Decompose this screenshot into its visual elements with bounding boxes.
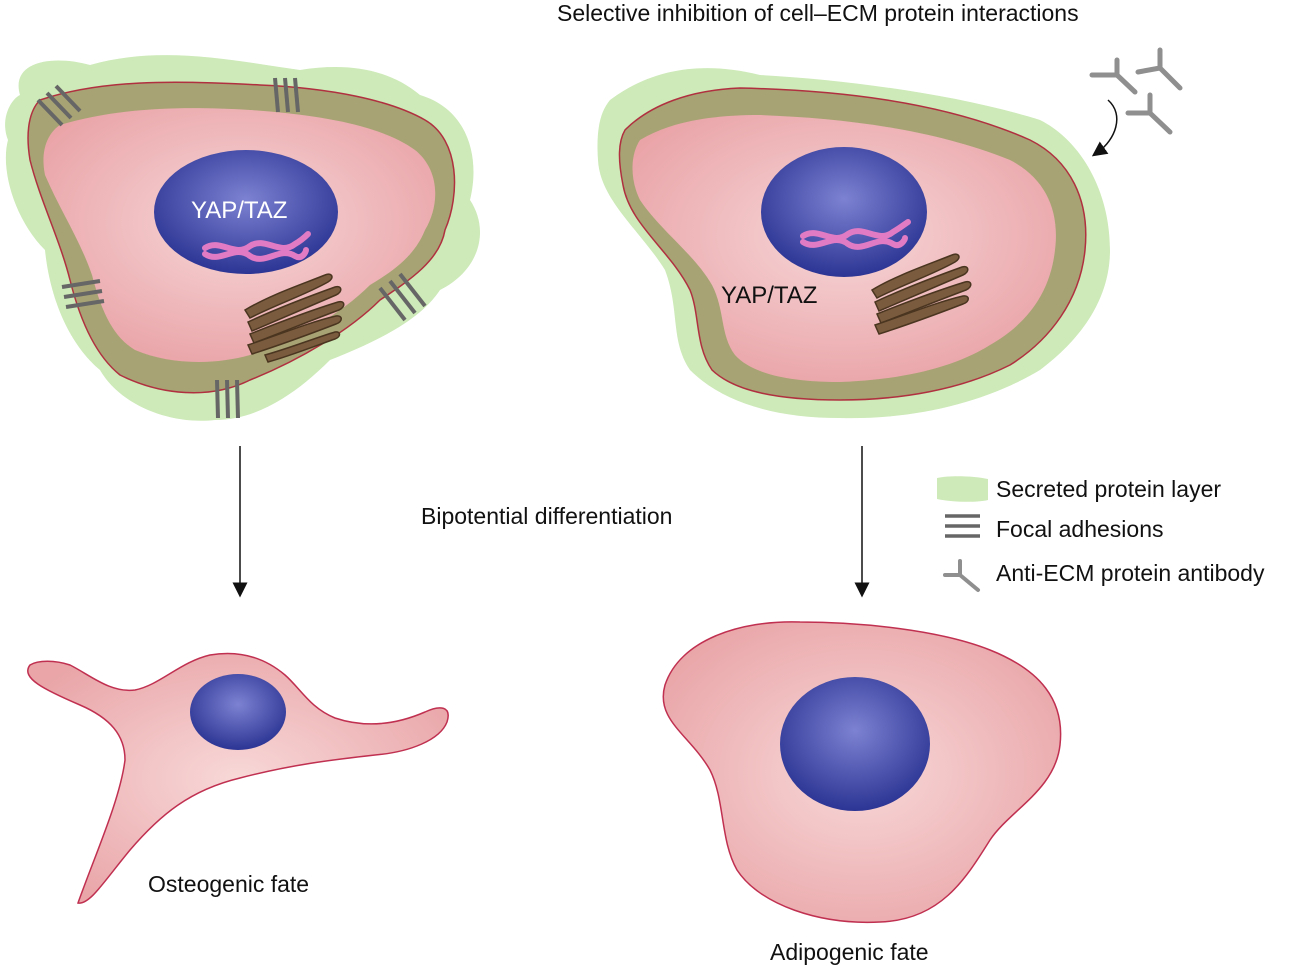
right-endoplasmic-reticulum [870,253,972,335]
legend-label: Anti-ECM protein antibody [996,560,1265,586]
osteogenic-fate-label: Osteogenic fate [148,871,310,897]
adipogenic-cell [662,621,1062,924]
legend-label: Focal adhesions [996,516,1164,542]
left-endoplasmic-reticulum [243,273,345,363]
antibody-icon [1135,47,1183,91]
curved-arrow [1091,99,1118,157]
osteogenic-cell-body [27,652,449,904]
osteogenic-nucleus [190,674,286,750]
adipogenic-fate-label: Adipogenic fate [770,939,929,965]
left-focal-adhesion [61,279,105,309]
left-focal-adhesion [273,77,300,113]
right-cell-with-ecm [597,68,1110,419]
left-dna-strand [202,231,311,262]
adipogenic-nucleus [780,677,930,811]
legend-label: Secreted protein layer [996,476,1222,502]
yap-taz-label-left: YAP/TAZ [191,197,288,224]
legend-green-swatch [937,476,988,502]
top-heading: Selective inhibition of cell–ECM protein… [557,0,1079,26]
left-focal-adhesion [215,379,240,419]
right-nucleus [761,147,927,277]
left-focal-adhesion [378,272,427,322]
left-cell-with-ecm [5,55,480,421]
middle-label: Bipotential differentiation [421,503,673,529]
yap-taz-label-right: YAP/TAZ [721,282,818,309]
antibody-icon [1089,57,1138,95]
legend-focal-adhesion-icon [945,514,980,538]
antibody-icon [1125,92,1173,135]
legend-antibody-icon [943,559,980,592]
left-focal-adhesion [36,84,82,127]
right-dna-strand [800,219,911,250]
osteogenic-cell [27,652,449,904]
